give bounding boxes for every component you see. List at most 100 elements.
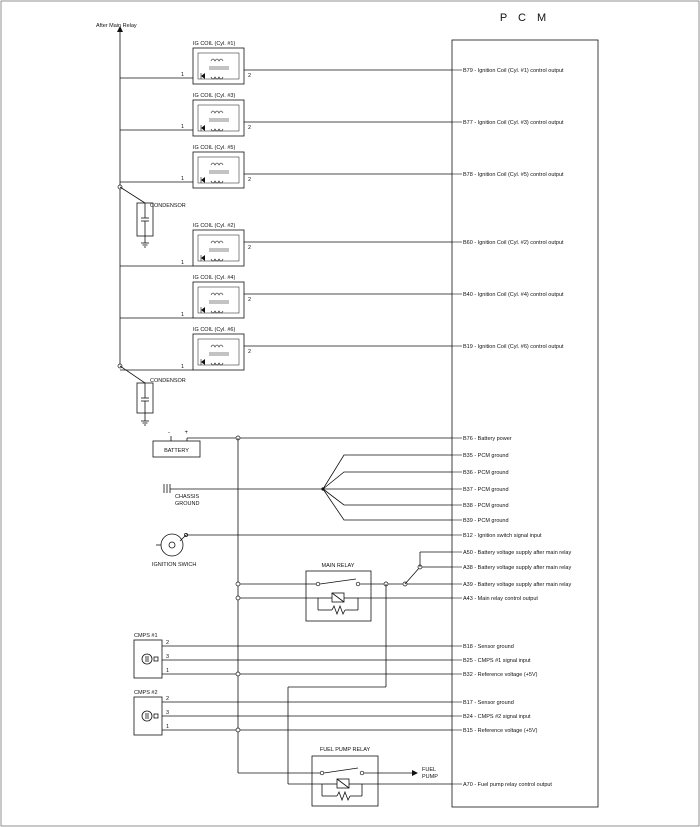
ig-coil-label: IG COIL (Cyl. #5) [193, 145, 235, 151]
svg-text:2: 2 [166, 696, 169, 702]
coil-pin-2: 2 [248, 73, 251, 79]
svg-text:B15 - Reference voltage (+5V): B15 - Reference voltage (+5V) [463, 728, 538, 734]
pin-a39: A39 - Battery voltage supply after main … [452, 582, 571, 588]
pin-b15: B15 - Reference voltage (+5V) [452, 728, 538, 734]
condensor-1-label: CONDENSOR [150, 203, 186, 209]
pcm-pin-label: B78 - Ignition Coil (Cyl. #5) control ou… [463, 172, 564, 178]
svg-text:B37 - PCM ground: B37 - PCM ground [463, 487, 509, 493]
coil-pin-1: 1 [181, 124, 184, 130]
pin-a43: A43 - Main relay control output [452, 596, 538, 602]
ig-coil-4: IG COIL (Cyl. #2) 1 2 B60 - Ignition Coil (… [120, 223, 564, 267]
coil-pin-2: 2 [248, 349, 251, 355]
svg-text:B35 - PCM ground: B35 - PCM ground [463, 453, 509, 459]
ig-coil-label: IG COIL (Cyl. #4) [193, 275, 235, 281]
pcm-pin-label: B79 - Ignition Coil (Cyl. #1) control ou… [463, 68, 564, 74]
svg-text:1: 1 [166, 668, 169, 674]
pin-b35: B35 - PCM ground [452, 453, 509, 459]
svg-text:B17 - Sensor ground: B17 - Sensor ground [463, 700, 514, 706]
svg-text:B25 - CMPS #1 signal input: B25 - CMPS #1 signal input [463, 658, 531, 664]
cmps-2-label: CMPS #2 [134, 690, 158, 696]
svg-text:A38 - Battery voltage supply a: A38 - Battery voltage supply after main … [463, 565, 571, 571]
pcm-ground-fan: CHASSIS GROUND [163, 454, 452, 521]
battery: BATTERY - + [152, 430, 452, 458]
chassis-ground-label-1: CHASSIS [175, 494, 199, 500]
svg-text:B18 - Sensor ground: B18 - Sensor ground [463, 644, 514, 650]
pcm-title: P C M [500, 12, 550, 24]
ig-coil-label: IG COIL (Cyl. #2) [193, 223, 235, 229]
svg-text:B12 - Ignition switch signal i: B12 - Ignition switch signal input [463, 533, 542, 539]
pcm-pin-labels: B76 - Battery power B35 - PCM ground B36… [452, 436, 571, 788]
pin-b17: B17 - Sensor ground [452, 700, 514, 706]
pin-b39: B39 - PCM ground [452, 518, 509, 524]
pin-b38: B38 - PCM ground [452, 503, 509, 509]
pin-a38: A38 - Battery voltage supply after main … [452, 565, 571, 571]
pcm-pin-label: B19 - Ignition Coil (Cyl. #6) control ou… [463, 344, 564, 350]
svg-text:B36 - PCM ground: B36 - PCM ground [463, 470, 509, 476]
ig-coil-6: IG COIL (Cyl. #6) 1 2 B19 - Ignition Coil (… [120, 327, 564, 371]
coil-pin-1: 1 [181, 176, 184, 182]
coil-pin-2: 2 [248, 177, 251, 183]
svg-text:A50 - Battery voltage supply a: A50 - Battery voltage supply after main … [463, 550, 571, 556]
cmps-1-label: CMPS #1 [134, 633, 158, 639]
condensor-1: CONDENSOR [117, 184, 186, 248]
coil-pin-2: 2 [248, 125, 251, 131]
battery-label: BATTERY [164, 448, 189, 454]
svg-text:3: 3 [166, 654, 169, 660]
main-relay-label: MAIN RELAY [322, 563, 355, 569]
condensor-2-label: CONDENSOR [150, 378, 186, 384]
pin-b25: B25 - CMPS #1 signal input [452, 658, 531, 664]
svg-text:A39 - Battery voltage supply a: A39 - Battery voltage supply after main … [463, 582, 571, 588]
pin-a50: A50 - Battery voltage supply after main … [452, 550, 571, 556]
ig-coil-label: IG COIL (Cyl. #3) [193, 93, 235, 99]
svg-text:B39 - PCM ground: B39 - PCM ground [463, 518, 509, 524]
ignition-switch: IGNITION SWICH [152, 533, 452, 568]
cmps-2-sensor: CMPS #2 2 3 1 [133, 690, 452, 736]
pin-a70: A70 - Fuel pump relay control output [452, 782, 552, 788]
pin-b76: B76 - Battery power [452, 436, 512, 442]
svg-text:B38 - PCM ground: B38 - PCM ground [463, 503, 509, 509]
fuel-pump-relay: FUEL PUMP RELAY FUEL PUMP [238, 686, 452, 807]
ig-coil-1: IG COIL (Cyl. #1) 1 2 B79 - Ignition Coil (… [120, 41, 564, 85]
pin-b37: B37 - PCM ground [452, 487, 509, 493]
svg-text:B32 - Reference voltage (+5V): B32 - Reference voltage (+5V) [463, 672, 538, 678]
pin-b18: B18 - Sensor ground [452, 644, 514, 650]
ig-coil-5: IG COIL (Cyl. #4) 1 2 B40 - Ignition Coil (… [120, 275, 564, 319]
ignition-coil-group: IG COIL (Cyl. #1) 1 2 B79 - Ignition Coil (… [120, 41, 564, 371]
condensor-2: CONDENSOR [117, 363, 186, 426]
svg-text:A43 - Main relay control outpu: A43 - Main relay control output [463, 596, 538, 602]
main-relay: MAIN RELAY [235, 551, 452, 687]
ig-coil-label: IG COIL (Cyl. #6) [193, 327, 235, 333]
coil-pin-1: 1 [181, 312, 184, 318]
svg-text:B24 - CMPS #2 signal input: B24 - CMPS #2 signal input [463, 714, 531, 720]
feed-arrow-icon [117, 26, 123, 32]
battery-plus: + [185, 430, 189, 436]
ig-coil-2: IG COIL (Cyl. #3) 1 2 B77 - Ignition Coil (… [120, 93, 564, 137]
battery-minus: - [168, 430, 170, 436]
pcm-pin-label: B40 - Ignition Coil (Cyl. #4) control ou… [463, 292, 564, 298]
svg-text:B76 - Battery power: B76 - Battery power [463, 436, 512, 442]
pcm-pin-label: B77 - Ignition Coil (Cyl. #3) control ou… [463, 120, 564, 126]
coil-pin-2: 2 [248, 297, 251, 303]
pin-b24: B24 - CMPS #2 signal input [452, 714, 531, 720]
ignition-switch-label: IGNITION SWICH [152, 562, 196, 568]
after-main-relay-label: After Main Relay [96, 23, 137, 29]
ig-coil-label: IG COIL (Cyl. #1) [193, 41, 235, 47]
chassis-ground-label-2: GROUND [175, 501, 199, 507]
pcm-box [451, 39, 599, 808]
fuel-pump-label-1: FUEL [422, 767, 436, 773]
pcm-pin-label: B60 - Ignition Coil (Cyl. #2) control ou… [463, 240, 564, 246]
coil-pin-1: 1 [181, 72, 184, 78]
coil-pin-1: 1 [181, 364, 184, 370]
pin-b36: B36 - PCM ground [452, 470, 509, 476]
ig-coil-3: IG COIL (Cyl. #5) 1 2 B78 - Ignition Coil (… [120, 145, 564, 189]
fuel-pump-relay-label: FUEL PUMP RELAY [320, 747, 371, 753]
pin-b32: B32 - Reference voltage (+5V) [452, 672, 538, 678]
svg-text:3: 3 [166, 710, 169, 716]
coil-pin-1: 1 [181, 260, 184, 266]
fuel-pump-label-2: PUMP [422, 774, 438, 780]
coil-pin-2: 2 [248, 245, 251, 251]
svg-text:2: 2 [166, 640, 169, 646]
pin-b12: B12 - Ignition switch signal input [452, 533, 542, 539]
